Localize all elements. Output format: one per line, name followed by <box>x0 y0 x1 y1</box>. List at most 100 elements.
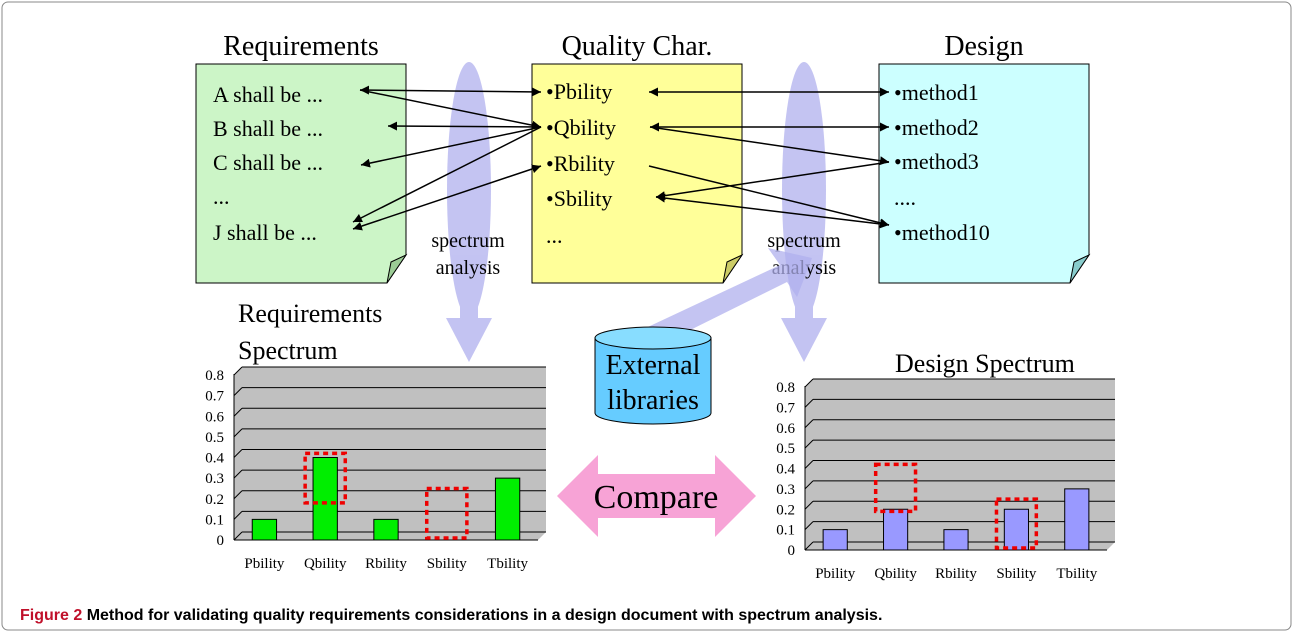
spectrum-analysis-label-left-1: spectrum <box>431 230 505 252</box>
quality-line-p: •Pbility <box>546 79 612 104</box>
x-tick-label-sbility: Sbility <box>996 566 1037 582</box>
gridline-depth <box>804 521 814 530</box>
y-tick-label: 0.1 <box>205 512 224 528</box>
highlight-box-sbility <box>424 486 469 540</box>
y-tick-label: 0.7 <box>776 400 795 416</box>
gridline-depth <box>233 366 243 376</box>
gridline-depth <box>233 428 243 438</box>
gridline-depth <box>804 460 814 469</box>
bar-pbility <box>251 518 278 541</box>
design-line-method3: •method3 <box>894 149 979 174</box>
link-c-qbility <box>360 126 542 168</box>
design-line-method2: •method2 <box>894 115 979 140</box>
highlight-box-qbility <box>303 451 348 505</box>
y-tick-label: 0.8 <box>205 368 224 384</box>
bar-tbility <box>494 477 521 541</box>
design-line-ellipsis: .... <box>894 185 916 210</box>
caption-label: Figure 2 <box>20 607 83 624</box>
requirement-line-j: J shall be ... <box>213 220 317 245</box>
y-tick-label: 0.5 <box>205 430 224 446</box>
gridline-depth <box>233 531 243 541</box>
y-tick-label: 0.6 <box>205 409 224 425</box>
bar-qbility <box>312 457 338 541</box>
gridline-depth <box>804 480 814 490</box>
y-tick-label: 0.6 <box>776 421 795 437</box>
requirement-line-b: B shall be ... <box>213 116 323 141</box>
gridline-depth <box>804 399 814 408</box>
y-tick-label: 0.1 <box>776 523 795 539</box>
library-arrow <box>635 248 812 351</box>
y-tick-label: 0.8 <box>776 380 795 396</box>
spectrum-analysis-label-left-2: analysis <box>436 257 501 279</box>
y-tick-label: 0 <box>217 533 225 549</box>
gridline-depth <box>804 378 814 388</box>
y-tick-label: 0.5 <box>776 441 795 457</box>
link-sbility-method3 <box>655 161 890 201</box>
link-qbility-method3 <box>649 126 890 166</box>
design-document <box>878 63 1091 284</box>
bar-rbility <box>373 518 399 541</box>
design-line-method10: •method10 <box>894 220 990 245</box>
quality-line-s: •Sbility <box>546 186 612 211</box>
requirement-line-c: C shall be ... <box>213 150 323 175</box>
y-tick-label: 0.2 <box>776 502 795 518</box>
gridline-depth <box>233 490 243 500</box>
link-a-pbility <box>359 85 542 97</box>
x-tick-label-sbility: Sbility <box>427 556 468 572</box>
external-libraries-label-2: libraries <box>607 385 699 416</box>
y-tick-label: 0 <box>788 543 796 559</box>
x-tick-label-pbility: Pbility <box>244 556 285 572</box>
compare-arrow <box>557 455 756 537</box>
figure-caption: Figure 2 Method for validating quality r… <box>20 607 882 625</box>
y-tick-label: 0.4 <box>205 451 224 467</box>
x-tick-label-qbility: Qbility <box>304 556 347 572</box>
x-tick-label-qbility: Qbility <box>874 566 917 582</box>
requirements-title: Requirements <box>223 31 379 62</box>
link-j-rbility <box>352 164 542 231</box>
gridline-depth <box>804 439 814 449</box>
bar-tbility <box>1064 488 1090 551</box>
x-tick-label-rbility: Rbility <box>365 556 407 572</box>
y-tick-label: 0.2 <box>205 492 224 508</box>
design-line-method1: •method1 <box>894 80 979 105</box>
link-a-qbility <box>359 89 542 130</box>
requirement-line-a: A shall be ... <box>213 82 323 107</box>
trace-links <box>352 85 890 231</box>
y-tick-label: 0.3 <box>205 471 224 487</box>
bar-sbility <box>1003 508 1029 551</box>
gridline-depth <box>233 407 243 417</box>
quality-line-r: •Rbility <box>546 151 615 176</box>
bar-rbility <box>943 529 969 551</box>
spectrum-analysis-label-right-1: spectrum <box>767 230 841 252</box>
y-tick-label: 0.3 <box>776 482 795 498</box>
x-tick-label-tbility: Tbility <box>487 556 528 572</box>
requirements-spectrum-title-1: Requirements <box>238 299 382 328</box>
link-sbility-method10 <box>655 193 890 229</box>
link-b-qbility <box>387 121 542 131</box>
bar-pbility <box>822 529 848 551</box>
requirements-spectrum-title-2: Spectrum <box>238 336 338 365</box>
y-tick-label: 0.4 <box>776 462 795 478</box>
x-tick-label-rbility: Rbility <box>935 566 977 582</box>
quality-line-ellipsis: ... <box>546 223 563 248</box>
gridline-depth <box>804 500 814 510</box>
requirement-line-ellipsis: ... <box>213 184 230 209</box>
design-title: Design <box>944 31 1023 62</box>
gridline-depth <box>233 449 243 458</box>
x-tick-label-tbility: Tbility <box>1056 566 1097 582</box>
y-tick-label: 0.7 <box>205 389 224 405</box>
external-libraries-label-1: External <box>606 350 701 381</box>
quality-title: Quality Char. <box>562 31 713 62</box>
quality-line-q: •Qbility <box>546 115 616 140</box>
highlight-box-sbility <box>994 497 1039 550</box>
x-tick-label-pbility: Pbility <box>815 566 856 582</box>
design-spectrum-title: Design Spectrum <box>895 349 1075 378</box>
compare-label: Compare <box>594 479 719 516</box>
highlight-box-qbility <box>873 462 918 514</box>
gridline-depth <box>233 511 243 520</box>
gridline-depth <box>804 419 814 429</box>
